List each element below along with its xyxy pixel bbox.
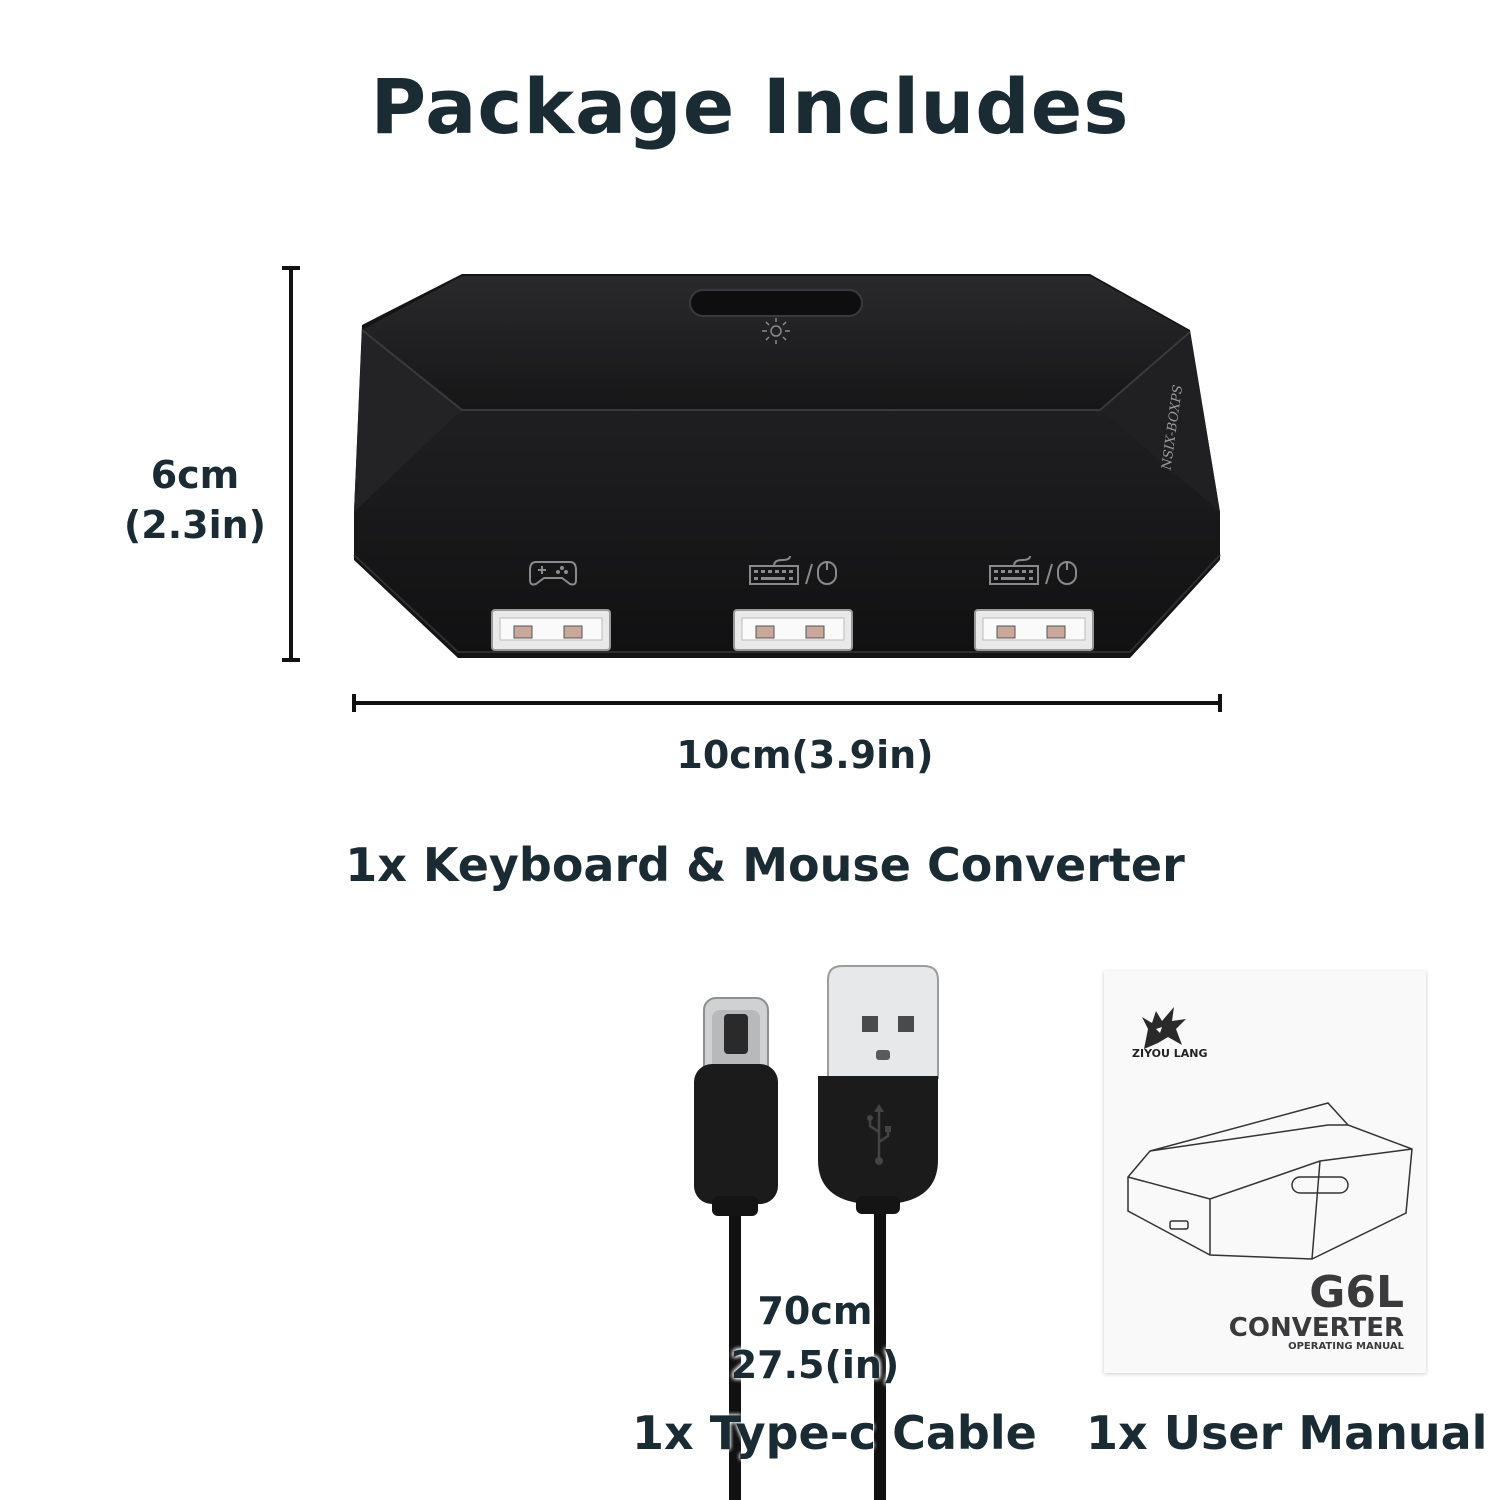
- height-cm: 6cm: [150, 453, 240, 497]
- usb-port-2: [733, 609, 853, 651]
- cable-length-in: 27.5(in): [730, 1343, 900, 1387]
- page-title: Package Includes: [370, 62, 1130, 151]
- keyboard-mouse-icon: [749, 555, 837, 585]
- wolf-logo-icon: [1142, 1007, 1186, 1049]
- gamepad-icon: [529, 561, 577, 586]
- cable-length-label: 70cm 27.5(in): [640, 1284, 990, 1392]
- user-manual: ZIYOU LANG G6L CONVERTER OPERATING MANUA…: [1104, 971, 1426, 1373]
- converter-caption: 1x Keyboard & Mouse Converter: [345, 838, 1185, 892]
- height-label: 6cm (2.3in): [100, 450, 290, 550]
- cable-length-cm: 70cm: [757, 1289, 873, 1333]
- manual-device-drawing: [1127, 1102, 1413, 1260]
- manual-caption: 1x User Manual: [1086, 1406, 1488, 1460]
- cable-caption: 1x Type-c Cable: [632, 1406, 1037, 1460]
- usb-symbol-icon: [867, 1104, 891, 1165]
- light-icon: [762, 318, 790, 344]
- manual-subtitle: OPERATING MANUAL: [1288, 1341, 1404, 1352]
- usb-port-3: [974, 609, 1094, 651]
- manual-product: CONVERTER: [1228, 1313, 1404, 1343]
- width-label: 10cm(3.9in): [676, 733, 934, 777]
- height-in: (2.3in): [123, 503, 267, 547]
- manual-model: G6L: [1309, 1267, 1404, 1318]
- manual-brand: ZIYOU LANG: [1132, 1047, 1208, 1060]
- usb-port-1: [491, 609, 611, 651]
- keyboard-mouse-icon: [989, 555, 1077, 585]
